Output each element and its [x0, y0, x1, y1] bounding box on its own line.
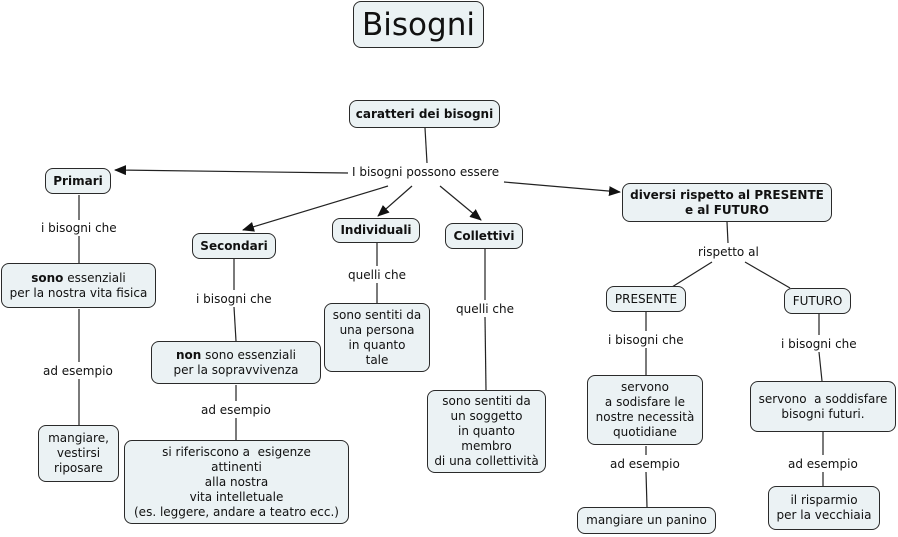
node-futuro-desc[interactable]: servono a soddisfare bisogni futuri.	[750, 381, 896, 432]
node-line: vita intelletuale	[189, 489, 284, 504]
node-line: diversi rispetto al PRESENTE	[630, 187, 824, 202]
node-secondari-example[interactable]: si riferiscono a esigenze attinenti alla…	[124, 440, 349, 524]
link-label-presente-che: i bisogni che	[607, 333, 685, 347]
node-text: Collettivi	[453, 228, 515, 243]
node-line: (es. leggere, andare a teatro ecc.)	[134, 504, 339, 519]
link-label-futuro-esempio: ad esempio	[787, 457, 859, 471]
node-diversi-presente-futuro[interactable]: diversi rispetto al PRESENTE e al FUTURO	[622, 183, 832, 222]
node-secondari-desc[interactable]: non sono essenziali per la sopravvivenza	[151, 341, 321, 384]
node-secondari[interactable]: Secondari	[192, 233, 276, 259]
link-label-individuali-che: quelli che	[347, 268, 408, 282]
node-line: sono sentiti da	[332, 307, 422, 322]
node-line: bisogni futuri.	[781, 406, 865, 421]
link-label-primari-che: i bisogni che	[40, 221, 118, 235]
node-line: membro	[461, 439, 512, 453]
link-label-possono-essere: I bisogni possono essere	[351, 165, 501, 179]
link-label-secondari-esempio: ad esempio	[200, 403, 272, 417]
node-line: in quanto	[458, 424, 515, 438]
node-futuro-example[interactable]: il risparmio per la vecchiaia	[768, 486, 880, 530]
node-collettivi[interactable]: Collettivi	[445, 223, 523, 249]
node-text: Primari	[53, 173, 103, 188]
node-text: FUTURO	[792, 293, 843, 308]
node-line: alla nostra	[204, 474, 269, 489]
node-line: per la vecchiaia	[776, 508, 872, 522]
node-line: tale	[365, 352, 389, 367]
node-line: in quanto	[348, 337, 406, 352]
node-primari[interactable]: Primari	[45, 168, 111, 194]
link-label-presente-esempio: ad esempio	[609, 457, 681, 471]
arrow-to-diversi	[503, 181, 621, 197]
node-line: e al FUTURO	[684, 202, 770, 217]
node-text: essenziali	[63, 270, 126, 285]
node-line: a sodisfare le	[604, 395, 686, 409]
node-line: un soggetto	[450, 409, 523, 423]
node-caratteri-dei-bisogni[interactable]: caratteri dei bisogni	[349, 100, 500, 128]
node-line: il risparmio	[790, 493, 858, 507]
link-label-primari-esempio: ad esempio	[42, 364, 114, 378]
node-line: nostre necessità	[595, 410, 695, 424]
node-line: attinenti	[211, 459, 262, 474]
node-line: vestirsi	[56, 446, 101, 460]
arrow-to-primari	[114, 165, 349, 176]
link-label-futuro-che: i bisogni che	[780, 337, 858, 351]
node-collettivi-desc[interactable]: sono sentiti da un soggetto in quanto me…	[427, 390, 546, 473]
node-presente-desc[interactable]: servono a sodisfare le nostre necessità …	[587, 375, 703, 445]
node-line: riposare	[54, 461, 103, 475]
arrow-to-collettivi	[439, 185, 482, 221]
node-presente-example[interactable]: mangiare un panino	[577, 507, 716, 534]
link-label-rispetto-al: rispetto al	[697, 245, 760, 259]
node-line: sono sentiti da	[442, 394, 531, 408]
map-title[interactable]: Bisogni	[353, 1, 484, 48]
map-title-text: Bisogni	[362, 6, 475, 43]
node-primari-example[interactable]: mangiare, vestirsi riposare	[38, 425, 119, 482]
node-line: per la nostra vita fisica	[9, 285, 148, 300]
node-primari-desc[interactable]: sono essenziali per la nostra vita fisic…	[1, 263, 156, 308]
link-label-collettivi-che: quelli che	[455, 302, 516, 316]
node-individuali[interactable]: Individuali	[332, 218, 420, 243]
node-line: sono essenziali	[31, 271, 126, 286]
node-text: mangiare un panino	[586, 513, 707, 527]
arrow-to-secondari	[242, 185, 389, 232]
link-root-possono	[424, 127, 428, 164]
node-futuro[interactable]: FUTURO	[784, 288, 851, 314]
node-line: una persona	[339, 322, 415, 337]
node-line: di una collettività	[434, 454, 539, 468]
node-presente[interactable]: PRESENTE	[606, 286, 686, 312]
node-text: Individuali	[340, 223, 412, 237]
bold-text: sono	[31, 270, 64, 285]
node-line: per la sopravvivenza	[173, 362, 299, 377]
node-text: sono essenziali	[201, 347, 297, 362]
node-text: caratteri dei bisogni	[355, 106, 494, 121]
node-line: non sono essenziali	[176, 348, 296, 363]
arrow-to-individuali	[377, 185, 413, 217]
bold-text: non	[175, 347, 202, 362]
node-text: Secondari	[200, 238, 268, 253]
node-individuali-desc[interactable]: sono sentiti da una persona in quanto ta…	[324, 303, 430, 372]
node-line: servono	[621, 380, 669, 394]
node-text: PRESENTE	[614, 291, 678, 306]
node-line: servono a soddisfare	[758, 391, 888, 406]
node-line: quotidiane	[613, 425, 677, 439]
node-line: mangiare,	[48, 431, 109, 445]
link-label-secondari-che: i bisogni che	[195, 292, 273, 306]
node-line: si riferiscono a esigenze	[162, 444, 311, 459]
